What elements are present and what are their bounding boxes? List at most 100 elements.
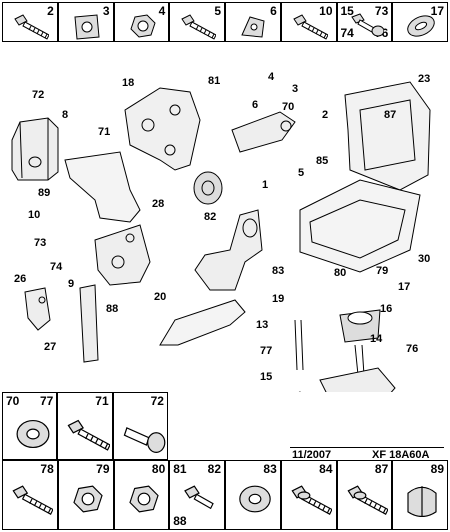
callout-30: 30: [418, 253, 430, 265]
part-cell: 71: [57, 392, 113, 460]
part-cell: 80: [113, 460, 170, 530]
callout-77: 77: [260, 345, 272, 357]
bar-part-20: [159, 299, 246, 346]
callout-1: 1: [262, 179, 268, 191]
bolt-icon: [14, 14, 49, 40]
callout-10: 10: [28, 209, 40, 221]
part-cell: 5: [169, 2, 225, 42]
part-cell: 3: [57, 2, 114, 42]
tray-part-23: [344, 81, 431, 191]
part-number: 79: [96, 462, 110, 476]
callout-17: 17: [398, 281, 410, 293]
mount-bracket-part-18: [124, 87, 201, 171]
part-cell: 15737476: [336, 2, 393, 42]
stud-part-13: [294, 319, 304, 371]
reference-date: 11/2007: [292, 449, 332, 461]
part-number: 81: [173, 462, 187, 476]
thick-washer-icon: [239, 485, 271, 513]
part-number: 89: [430, 462, 444, 476]
sleeve-bolt-icon: [123, 427, 166, 453]
part-number: 87: [374, 462, 389, 476]
part-number: 84: [319, 462, 333, 476]
callout-9: 9: [68, 278, 74, 290]
stud-nut-icon: [350, 13, 384, 37]
bracket-part-19: [194, 209, 263, 291]
callout-83: 83: [272, 265, 284, 277]
callout-28: 28: [152, 198, 164, 210]
part-cell: 4: [113, 2, 170, 42]
part-number: 82: [207, 462, 221, 476]
callout-20: 20: [154, 291, 166, 303]
part-cell: 87: [336, 460, 393, 530]
callout-80: 80: [334, 267, 346, 279]
exploded-diagram: 1234568910111213141516171819202326272830…: [11, 71, 431, 392]
callout-81: 81: [208, 75, 220, 87]
callout-23: 23: [418, 73, 430, 85]
callout-labels: 1234568910111213141516171819202326272830…: [14, 71, 430, 392]
part-number: 71: [95, 394, 109, 408]
callout-19: 19: [272, 293, 284, 305]
callout-4: 4: [268, 71, 275, 83]
long-bolt-icon: [12, 485, 53, 515]
shouldered-bolt-icon: [293, 14, 328, 40]
flange-bolt-icon: [346, 485, 388, 515]
part-cell: 83: [225, 460, 281, 530]
callout-27: 27: [44, 341, 56, 353]
part-number: 2: [47, 4, 54, 18]
part-cell: 79: [57, 460, 114, 530]
part-cell: 84: [280, 460, 337, 530]
nylock-nut-icon: [73, 485, 103, 513]
callout-16: 16: [380, 303, 392, 315]
short-bolt-icon: [184, 485, 215, 510]
part-number: 72: [150, 394, 164, 408]
plate-part-12: [319, 367, 396, 392]
battery-tray-part-30: [299, 179, 421, 273]
part-number: 83: [263, 462, 277, 476]
callout-89: 89: [38, 187, 50, 199]
callout-82: 82: [204, 211, 216, 223]
part-cell: 81 82 88: [169, 460, 225, 530]
callout-13: 13: [256, 319, 268, 331]
callout-71: 71: [98, 126, 110, 138]
part-cell: 78: [2, 460, 58, 530]
callout-78: 78: [220, 391, 232, 392]
hex-nut-icon: [129, 14, 156, 38]
callout-87: 87: [384, 109, 396, 121]
clip-part-26: [24, 287, 51, 331]
clip-icon: [241, 16, 265, 38]
part-number: 4: [158, 4, 166, 18]
callout-5: 5: [298, 167, 304, 179]
reference-box: 11/2007 XF 18A60A: [290, 447, 444, 461]
callout-2: 2: [322, 109, 328, 121]
part-number: 74: [340, 26, 354, 40]
callout-26: 26: [14, 273, 26, 285]
engine-mount-part-16: [339, 309, 381, 343]
callout-6: 6: [252, 99, 258, 111]
part-cell: 10: [280, 2, 337, 42]
cage-nut-icon: [74, 14, 100, 40]
oval-washer-icon: [407, 15, 435, 37]
callout-72: 72: [32, 89, 44, 101]
part-number: 10: [319, 4, 333, 18]
part-cell: 17: [392, 2, 448, 42]
part-number: 6: [270, 4, 277, 18]
part-cell: 2: [2, 2, 58, 42]
part-cell: 6: [225, 2, 281, 42]
bolt-icon: [67, 419, 111, 451]
callout-15: 15: [260, 371, 272, 383]
part-number: 70: [6, 394, 20, 408]
callout-18: 18: [122, 77, 134, 89]
plate-part-27: [79, 284, 99, 363]
callout-88: 88: [106, 303, 118, 315]
part-number: 88: [173, 514, 187, 528]
parts-row-top: 23 4 5 6 101573747617: [2, 2, 448, 42]
part-number: 5: [214, 4, 221, 18]
callout-3: 3: [292, 83, 298, 95]
callout-14: 14: [370, 333, 383, 345]
link-part-1: [231, 111, 296, 153]
flange-bolt-icon: [291, 485, 332, 515]
engine-mount-part-8: [11, 117, 59, 181]
